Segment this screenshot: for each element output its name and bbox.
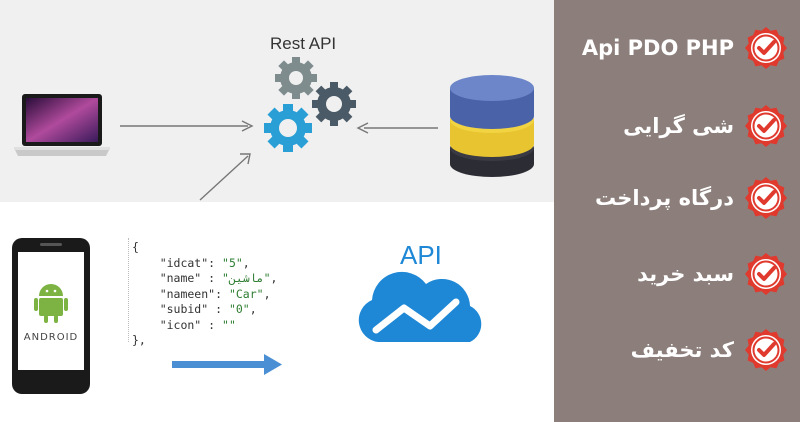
android-wordmark: ANDROID	[24, 332, 79, 343]
feature-label: Api PDO PHP	[581, 36, 734, 60]
json-line: "name" : "ماشین",	[132, 271, 278, 287]
json-value: "5"	[222, 255, 243, 270]
check-badge-icon	[745, 177, 787, 219]
json-punct: ,	[263, 286, 271, 301]
feature-item: کد تخفیف	[631, 324, 790, 376]
check-badge-icon	[745, 329, 787, 371]
json-key: "idcat":	[132, 255, 223, 270]
json-key: },	[132, 333, 146, 347]
diagram-panel: Rest API	[0, 0, 554, 394]
arrow-phone-to-api	[199, 153, 251, 201]
check-badge-icon	[745, 105, 787, 147]
cloud-icon	[358, 271, 482, 342]
json-line: "subid" : "0",	[132, 302, 277, 318]
feature-item: درگاه پرداخت	[595, 172, 790, 224]
feature-label: شی گرایی	[623, 114, 734, 138]
json-value: "0"	[228, 302, 250, 316]
android-phone-icon: ANDROID	[12, 238, 90, 394]
json-line: },	[132, 333, 277, 349]
json-sample: { "idcat": "5", "name" : "ماشین", "namee…	[132, 240, 277, 349]
api-label: API	[400, 240, 442, 270]
database-icon	[450, 75, 534, 177]
laptop-icon	[14, 94, 110, 156]
json-key: "subid" :	[132, 302, 229, 316]
json-value: ""	[222, 317, 236, 332]
features-sidebar: Api PDO PHP شی گرایی درگاه پرداخت سبد خر…	[554, 0, 800, 422]
json-punct: ,	[242, 255, 250, 270]
json-punct: ,	[270, 271, 278, 285]
json-line: "icon" : ""	[132, 318, 277, 334]
json-key: "name" :	[132, 271, 223, 285]
code-gutter	[104, 238, 129, 342]
arrow-database-to-api	[356, 122, 438, 134]
feature-label: سبد خرید	[637, 262, 734, 286]
json-line: "idcat": "5",	[132, 256, 277, 272]
feature-item: شی گرایی	[623, 100, 790, 152]
feature-label: کد تخفیف	[630, 338, 734, 362]
gears-icon	[264, 57, 356, 152]
json-line: "nameen": "Car",	[132, 287, 277, 303]
feature-item: سبد خرید	[637, 248, 790, 300]
feature-item: Api PDO PHP	[582, 22, 790, 74]
json-key: {	[132, 240, 139, 254]
json-key: "nameen":	[132, 286, 229, 301]
arrow-laptop-to-api	[120, 120, 254, 132]
rest-api-label: Rest API	[270, 34, 337, 53]
json-value: "ماشین"	[222, 271, 271, 285]
json-value: "Car"	[228, 286, 264, 301]
feature-label: درگاه پرداخت	[595, 186, 734, 210]
arrow-json-to-api	[172, 354, 282, 375]
check-badge-icon	[745, 27, 787, 69]
check-badge-icon	[745, 253, 787, 295]
json-key: "icon" :	[132, 317, 223, 332]
json-line: {	[132, 240, 277, 256]
json-punct: ,	[249, 302, 257, 316]
